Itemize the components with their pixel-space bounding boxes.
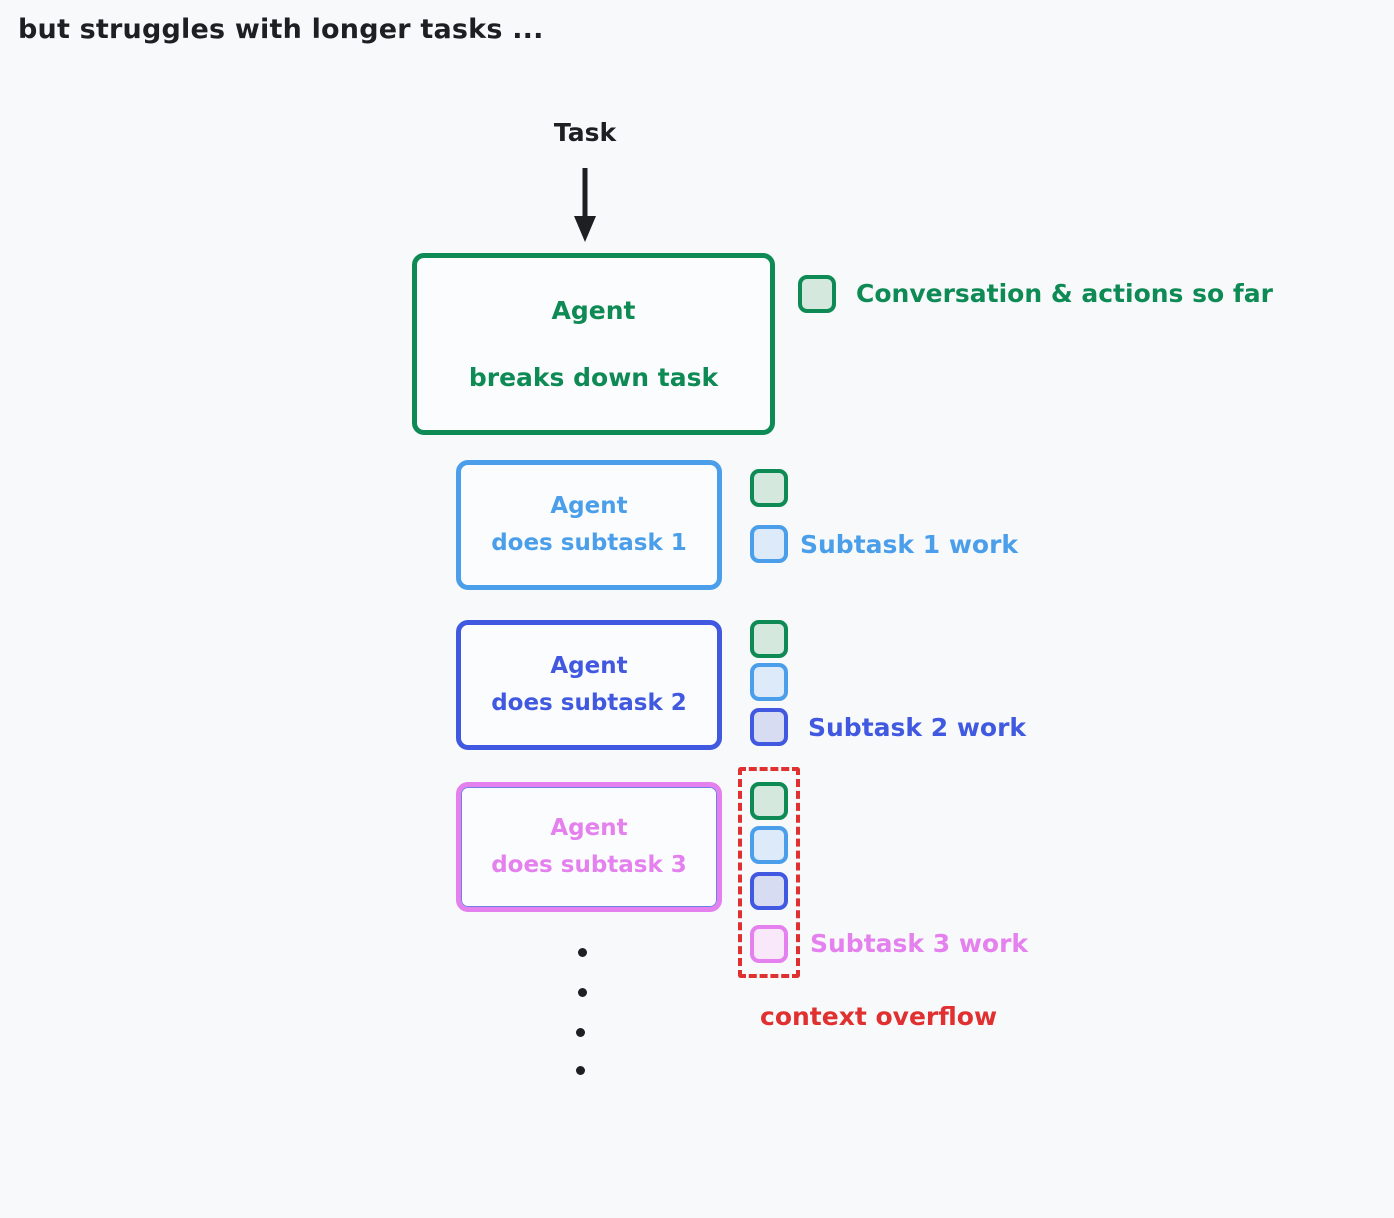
legend-label-subtask-3: Subtask 3 work [810, 929, 1029, 958]
context-chip-conversation-3 [750, 782, 788, 820]
agent-box-root-line1: Agent [551, 296, 636, 325]
agent-box-root-line2: breaks down task [468, 363, 719, 392]
ellipsis-dot [576, 1066, 585, 1075]
agent-box-subtask-3-line2: does subtask 3 [491, 852, 687, 878]
task-label: Task [553, 118, 617, 147]
agent-box-subtask-3: Agent does subtask 3 [456, 782, 722, 912]
page-title: but struggles with longer tasks ... [18, 14, 544, 45]
agent-box-subtask-1-line1: Agent [550, 492, 628, 519]
context-chip-subtask1-2 [750, 663, 788, 701]
agent-box-subtask-1: Agent does subtask 1 [456, 460, 722, 590]
agent-box-subtask-2: Agent does subtask 2 [456, 620, 722, 750]
context-chip-subtask2-2 [750, 708, 788, 746]
context-chip-conversation-2 [750, 620, 788, 658]
context-chip-conversation-1 [750, 469, 788, 507]
ellipsis-dot [576, 1028, 585, 1037]
context-chip-subtask1-3 [750, 826, 788, 864]
context-chip-subtask1-1 [750, 525, 788, 563]
agent-box-subtask-2-line2: does subtask 2 [491, 690, 687, 716]
legend-label-conversation: Conversation & actions so far [856, 279, 1273, 308]
context-overflow-label: context overflow [760, 1002, 998, 1031]
context-overflow-frame [738, 767, 800, 978]
agent-box-root: Agent breaks down task [412, 253, 775, 435]
legend-label-subtask-1: Subtask 1 work [800, 530, 1019, 559]
legend-chip-conversation [798, 275, 836, 313]
legend-label-subtask-2: Subtask 2 work [808, 713, 1027, 742]
agent-box-subtask-2-line1: Agent [550, 652, 628, 679]
context-chip-subtask3-3 [750, 925, 788, 963]
down-arrow-icon [574, 168, 596, 242]
ellipsis-dot [578, 988, 587, 997]
ellipsis-dot [578, 948, 587, 957]
agent-box-subtask-3-line1: Agent [550, 814, 628, 841]
context-chip-subtask2-3 [750, 872, 788, 910]
agent-box-subtask-1-line2: does subtask 1 [491, 530, 687, 556]
